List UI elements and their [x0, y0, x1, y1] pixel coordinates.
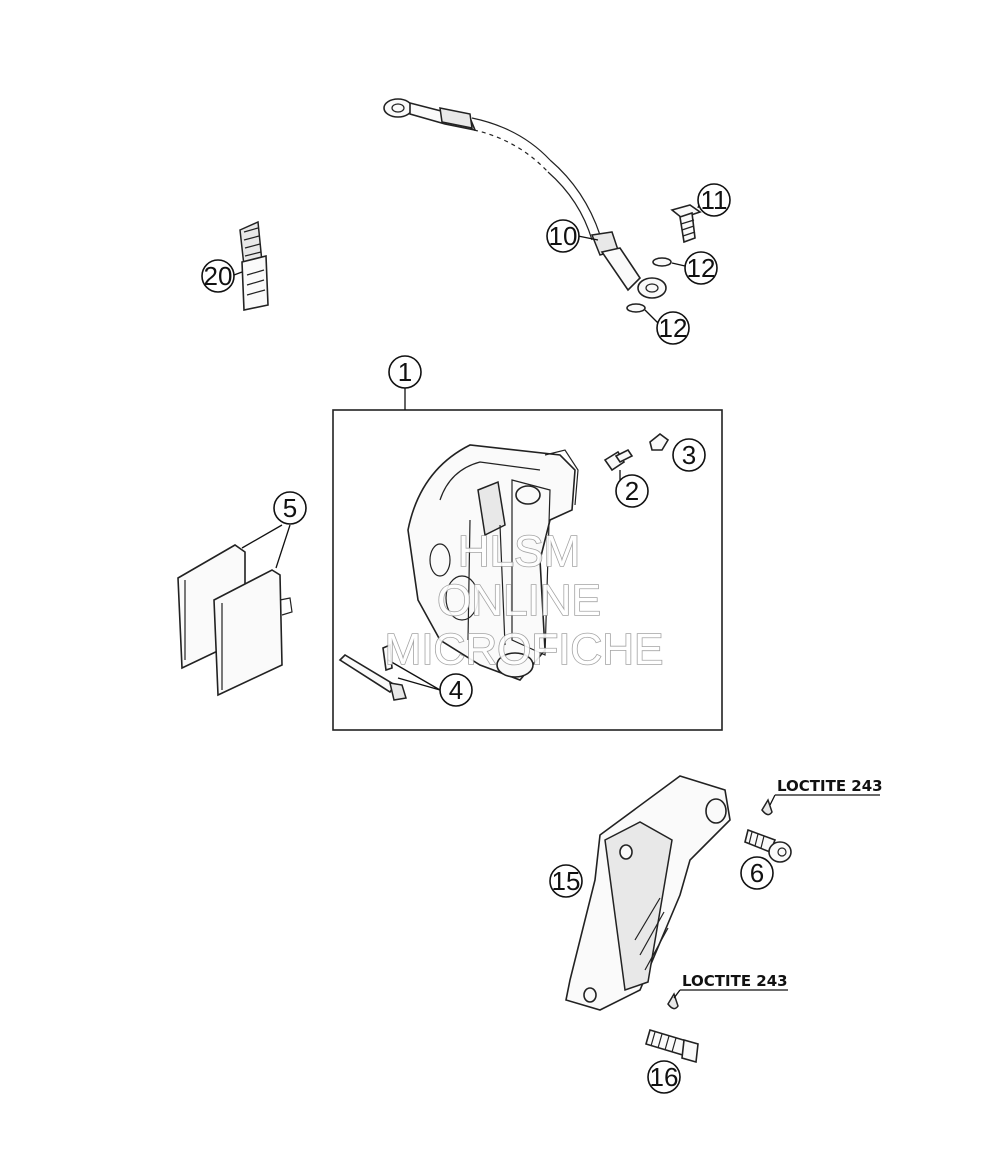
callout-20: 20 — [201, 259, 235, 293]
callout-3: 3 — [672, 438, 706, 472]
svg-text:20: 20 — [204, 261, 233, 291]
bleed-cap — [649, 432, 670, 451]
svg-text:4: 4 — [449, 675, 463, 705]
svg-text:16: 16 — [650, 1062, 679, 1092]
loctite-note-bottom: LOCTITE 243 — [682, 972, 788, 990]
callout-10: 10 — [546, 219, 580, 253]
washer-lower — [626, 303, 646, 313]
callout-4: 4 — [439, 673, 473, 707]
leader-5 — [241, 524, 291, 569]
callout-15: 15 — [549, 864, 583, 898]
caliper-kit-box — [332, 409, 723, 731]
svg-text:12: 12 — [659, 313, 688, 343]
caliper-pin — [338, 643, 407, 701]
callout-1: 1 — [388, 355, 422, 389]
washer-upper — [652, 257, 672, 267]
svg-text:3: 3 — [682, 440, 696, 470]
callout-12-lower: 12 — [656, 311, 690, 345]
caliper-bracket — [565, 775, 731, 1011]
watermark-line1: HLSM — [458, 527, 580, 576]
callout-11: 11 — [697, 183, 731, 217]
brake-pads — [177, 544, 293, 697]
loctite-note-top: LOCTITE 243 — [777, 777, 883, 795]
watermark-line3: MICROFICHE — [385, 625, 664, 674]
loctite-bottle — [239, 220, 269, 311]
svg-text:6: 6 — [750, 858, 764, 888]
leader-loctite-bottom — [673, 989, 788, 999]
svg-text:10: 10 — [549, 221, 578, 251]
callout-2: 2 — [615, 474, 649, 508]
callout-16: 16 — [647, 1060, 681, 1094]
svg-text:2: 2 — [625, 476, 639, 506]
leader-4 — [387, 659, 441, 691]
banjo-bolt — [670, 204, 702, 244]
callout-12-upper: 12 — [684, 251, 718, 285]
callout-5: 5 — [273, 491, 307, 525]
brake-line — [383, 98, 667, 299]
leader-12a — [671, 262, 686, 267]
svg-text:5: 5 — [283, 493, 297, 523]
bolt-16 — [645, 992, 699, 1064]
screw-6 — [744, 798, 792, 863]
brake-caliper — [407, 444, 579, 681]
leader-20 — [233, 271, 243, 276]
leader-10 — [577, 235, 599, 241]
bleed-screw — [603, 448, 634, 472]
svg-text:11: 11 — [701, 185, 728, 215]
svg-text:15: 15 — [552, 866, 581, 896]
leader-loctite-top — [769, 794, 880, 806]
watermark-line2: ONLINE — [437, 576, 601, 625]
callout-6: 6 — [740, 856, 774, 890]
svg-text:12: 12 — [687, 253, 716, 283]
svg-text:1: 1 — [398, 357, 412, 387]
